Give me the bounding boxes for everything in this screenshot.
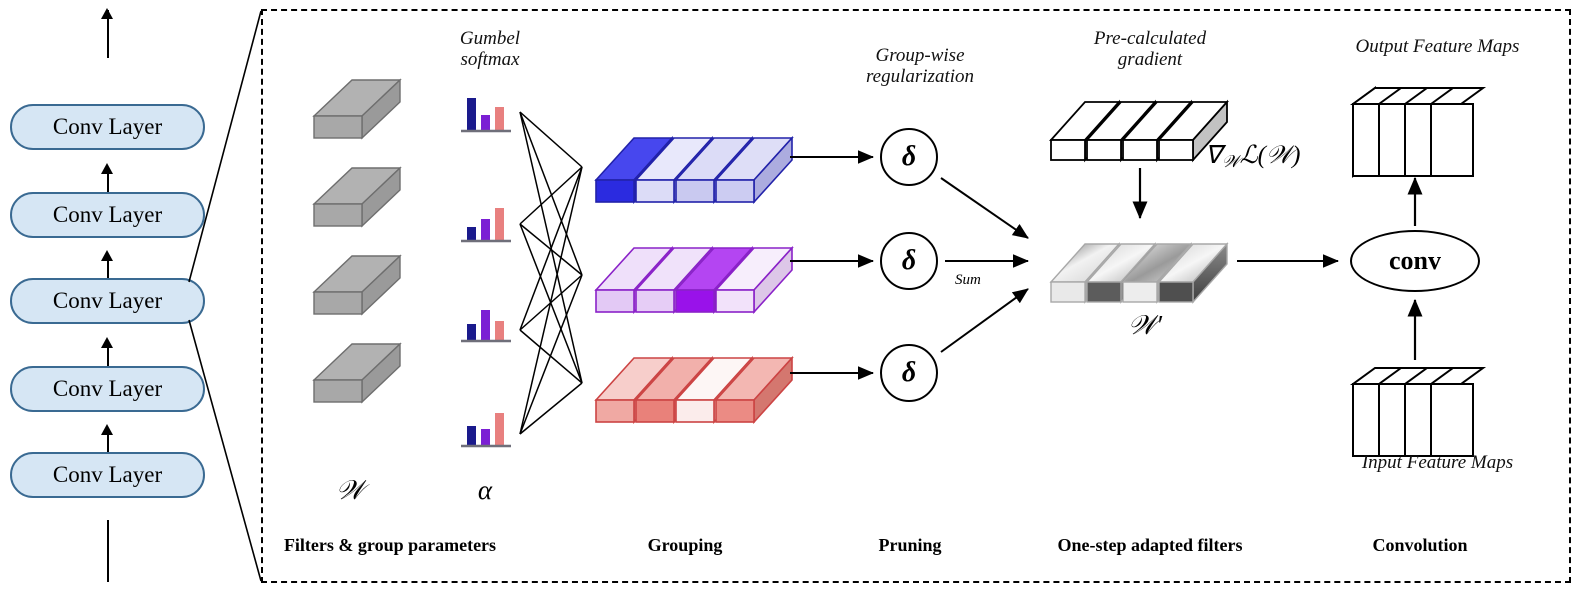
adapted-bar bbox=[1157, 242, 1229, 304]
sidebar-item-conv-layer-4[interactable]: Conv Layer bbox=[10, 366, 205, 412]
group-row-blue bbox=[594, 135, 794, 205]
alpha-barchart-1 bbox=[461, 98, 511, 133]
gradient-subscript: 𝒲 bbox=[1221, 152, 1240, 171]
delta-node-3[interactable]: δ bbox=[880, 344, 938, 402]
sidebar-item-conv-layer-3-highlighted[interactable]: Conv Layer bbox=[10, 278, 205, 324]
filters-W-group bbox=[312, 78, 402, 404]
delta-node-2[interactable]: δ bbox=[880, 232, 938, 290]
network-bottom-line bbox=[107, 520, 109, 582]
group-wise-regularization-label: Group-wise regularization bbox=[865, 45, 975, 88]
output-feature-maps-label: Output Feature Maps bbox=[1355, 36, 1520, 57]
delta-symbol: δ bbox=[901, 245, 917, 276]
conv-label: conv bbox=[1389, 246, 1441, 275]
sidebar-item-conv-layer-2[interactable]: Conv Layer bbox=[10, 192, 205, 238]
pre-calculated-gradient-label: Pre-calculated gradient bbox=[1093, 28, 1207, 71]
detail-panel bbox=[261, 9, 1571, 583]
sum-label: Sum bbox=[955, 272, 981, 288]
input-feature-maps bbox=[1349, 367, 1487, 457]
connector-2 bbox=[107, 259, 109, 285]
stage-label-filters: Filters & group parameters bbox=[283, 535, 497, 555]
filter-bar-3 bbox=[312, 254, 402, 316]
output-feature-maps bbox=[1349, 86, 1487, 178]
filters-symbol-W: 𝒲 bbox=[335, 475, 365, 505]
gradient-nabla: ∇ bbox=[1205, 142, 1222, 169]
group-bar bbox=[714, 355, 794, 425]
sidebar-item-conv-layer-1[interactable]: Conv Layer bbox=[10, 104, 205, 150]
conv-node[interactable]: conv bbox=[1350, 230, 1480, 292]
sidebar-item-conv-layer-5[interactable]: Conv Layer bbox=[10, 452, 205, 498]
group-row-purple bbox=[594, 245, 794, 315]
delta-symbol: δ bbox=[901, 141, 917, 172]
conv-layer-label: Conv Layer bbox=[52, 114, 163, 139]
alpha-barchart-4 bbox=[461, 413, 511, 448]
group-row-red bbox=[594, 355, 794, 425]
network-top-line bbox=[107, 10, 109, 58]
conv-layer-label: Conv Layer bbox=[52, 202, 163, 227]
feature-map-plane bbox=[1427, 367, 1487, 457]
conv-layer-label: Conv Layer bbox=[52, 462, 163, 487]
group-bar bbox=[714, 135, 794, 205]
stage-label-convolution: Convolution bbox=[1372, 535, 1468, 555]
delta-symbol: δ bbox=[901, 357, 917, 388]
filter-bar-4 bbox=[312, 342, 402, 404]
gumbel-softmax-label: Gumbel softmax bbox=[459, 28, 521, 71]
stage-label-pruning: Pruning bbox=[878, 535, 942, 555]
filter-bar-2 bbox=[312, 166, 402, 228]
conv-layer-label: Conv Layer bbox=[52, 288, 163, 313]
connector-2-arrowhead bbox=[101, 250, 113, 261]
network-top-arrowhead bbox=[101, 8, 113, 19]
adapted-filters-tensor bbox=[1049, 242, 1229, 304]
gradient-loss: ℒ(𝒲) bbox=[1239, 142, 1301, 169]
input-feature-maps-label: Input Feature Maps bbox=[1361, 452, 1514, 473]
feature-map-plane bbox=[1349, 86, 1409, 178]
connector-1-arrowhead bbox=[101, 163, 113, 174]
connector-4-arrowhead bbox=[101, 424, 113, 435]
adapted-filters-symbol: 𝒲′ bbox=[1127, 310, 1163, 340]
delta-node-1[interactable]: δ bbox=[880, 128, 938, 186]
feature-map-plane bbox=[1427, 87, 1487, 177]
group-bar bbox=[714, 245, 794, 315]
alpha-barchart-2 bbox=[461, 208, 511, 243]
connector-4 bbox=[107, 433, 109, 459]
connector-3-arrowhead bbox=[101, 337, 113, 348]
gradient-bar bbox=[1156, 99, 1230, 163]
stage-label-grouping: Grouping bbox=[647, 535, 723, 555]
connector-1 bbox=[107, 172, 109, 198]
connector-3 bbox=[107, 346, 109, 372]
gradient-tensor bbox=[1048, 99, 1230, 163]
conv-layer-label: Conv Layer bbox=[52, 376, 163, 401]
filter-bar-1 bbox=[312, 78, 402, 140]
gradient-formula: ∇𝒲ℒ(𝒲) bbox=[1205, 140, 1345, 172]
alpha-symbol: α bbox=[477, 475, 493, 505]
alpha-barchart-3 bbox=[461, 310, 511, 343]
stage-label-adapted-filters: One-step adapted filters bbox=[1057, 535, 1243, 555]
